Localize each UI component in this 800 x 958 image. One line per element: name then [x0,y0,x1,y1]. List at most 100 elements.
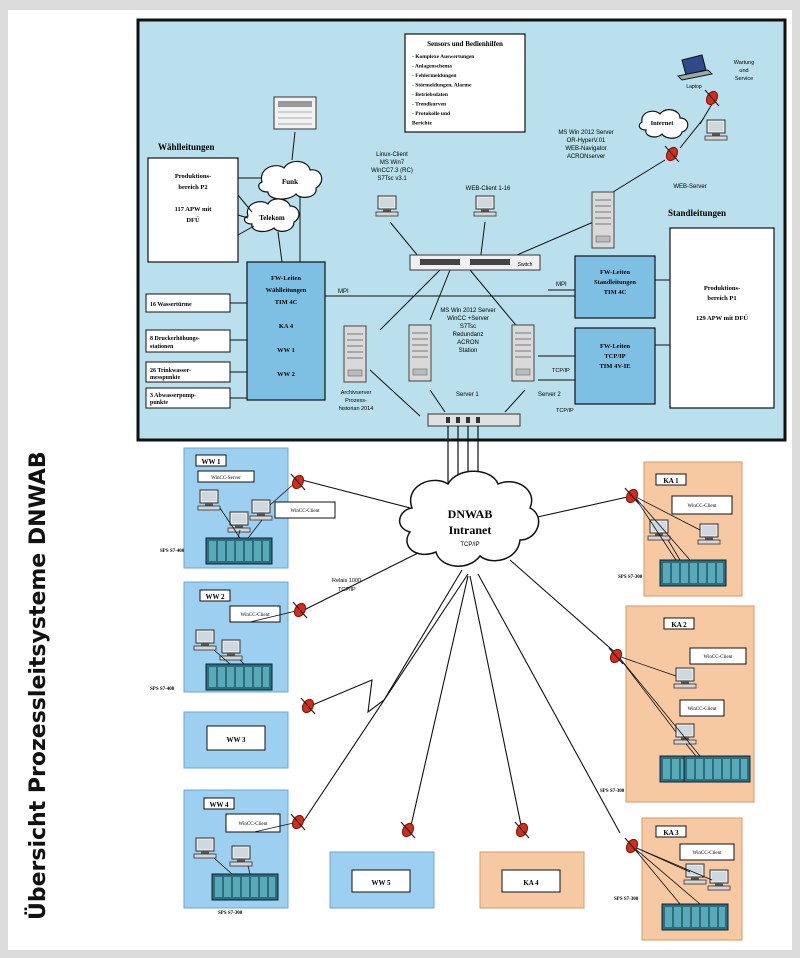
laptop-icon: Laptop [676,54,714,90]
site-ka1: KA 1 WinCC-Client SPS S7-300 [618,461,743,597]
fw-wahl-lines-line: WW 2 [277,371,295,378]
ka3-label: KA 3 [663,829,679,837]
site-network: DNWAB Intranet TCP/IP WW 1 WinCC-Server … [150,426,755,941]
intranet-subtitle: Intranet [449,523,492,537]
radio-cloud: Funk [258,160,323,200]
notes-lines-line: - Anlagenschema [412,64,452,70]
telekom-cloud-label: Telekom [259,214,285,222]
p2-lines-line: bereich P2 [178,184,207,191]
ww1-client: WinCC-Client [291,509,321,514]
fw-stand-lines-line: Standleitungen [594,279,636,286]
main-server-text-line: S7Tsc [460,324,476,330]
web-server-desc-line: MS Win 2012 Server [558,130,613,136]
intranet-protocol: TCP/IP [460,542,479,548]
ww2-router [291,600,309,620]
fw-leased-box [574,255,656,319]
control-center: Sensors und Bedienhilfen - Komplexe Ausw… [136,18,787,442]
notes-lines-line: - Trendkurven [412,102,446,108]
notes-lines-line: Berichte [412,121,432,127]
left-list-line: stationen [150,344,174,350]
web-server-icon [591,191,615,249]
server-2-label: Server 2 [538,392,561,398]
ka2-station-2: WinCC-Client [688,707,718,712]
fw-tcpip-box [574,327,656,405]
ww4-router [289,812,307,832]
ka1-plc-label: SPS S7-300 [618,575,643,580]
ww1-label: WW 1 [201,458,221,466]
left-list-line: 26 Trinkwasser- [150,368,191,374]
ww2-radio-label-1: Relais 1000 [332,578,361,584]
internet-cloud-label: Internet [651,120,675,127]
mpi-label-left: MPI [338,289,349,295]
archive-server-icon [343,325,367,383]
switch-label: Switch [518,262,533,268]
ka1-router [623,486,641,506]
booster-stations-box [145,329,231,353]
ww1-router [289,472,307,492]
site-ww2: WW 2 WinCC-Client SPS S7-400 [150,581,301,693]
mpi-label-right: MPI [556,282,567,288]
production-area-p1 [669,227,775,409]
p2-lines-line: DFÜ [186,217,200,224]
ka3-router [623,836,641,856]
ka2-plc-icon-2 [683,755,751,783]
ww1-plc-label: SPS S7-400 [160,549,185,554]
web-client-label: WEB-Client 1-16 [466,186,511,192]
fw-stand-lines-line: FW-Leiten [600,269,630,276]
ww2-station: WinCC-Client [241,613,271,618]
fw-wahl-lines-line: KA 4 [279,323,294,330]
linux-client-line: S7Tsc v3.1 [377,176,407,182]
ww1-station: WinCC-Server [211,476,241,481]
left-list-line: 3 Abwasserpump- [150,393,196,399]
ka3-station: WinCC-Client [693,851,723,856]
ww5-label: WW 5 [371,879,391,887]
features-title: Sensors und Bedienhilfen [427,40,503,48]
ka4-label: KA 4 [523,879,539,887]
tcpip-label-top: TCP/IP [552,368,570,374]
linux-client-line: Linux-Client [376,152,408,158]
notes-lines-line: - Fehlermeldungen [412,73,456,79]
left-list-line: 16 Wassertürme [150,302,192,308]
ww1-plc-icon [205,537,273,565]
ww2-radio-label-2: TCP/IP [338,587,356,593]
core-switch [427,413,521,427]
site-ww3: WW 3 [183,711,289,769]
linux-client-icon [375,195,399,217]
server-2-icon [511,324,535,382]
web-server-label: WEB-Server [673,184,706,190]
main-server-text-line: ACRON [457,340,479,346]
left-list-line: punkte [150,400,168,406]
p2-lines-line: Produktions- [175,173,211,180]
production-area-p2 [147,157,239,263]
wahlleitungen-label: Wählleitungen [158,142,215,152]
fw-dialup-box [246,261,326,401]
pump-points-box [145,387,231,409]
p1-lines-line: 129 APW mit DFÜ [696,315,748,322]
ww4-plc-label: SPS S7-300 [218,911,243,916]
fw-wahl-lines-line: FW-Leiten [271,275,301,282]
server-1-icon [408,324,432,382]
server-1-label: Server 1 [456,392,479,398]
ww5-router [399,820,417,840]
radio-cloud-label: Funk [282,178,298,186]
ka2-router [607,646,625,666]
laptop-text-line: Service [735,76,753,82]
telekom-cloud: Telekom [243,198,300,233]
p1-lines-line: bereich P1 [707,295,736,302]
main-server-text-line: Station [459,348,478,354]
ww2-label: WW 2 [205,593,225,601]
notes-lines-line: - Betriebsdaten [412,92,448,98]
notes-lines-line: - Komplexe Auswertungen [412,54,474,60]
main-server-text-line: Redundanz [453,332,484,338]
ka2-plc-label: SPS S7-300 [600,789,625,794]
web-server-desc-line: WEB-Navigator [565,146,606,152]
site-ka2: KA 2 WinCC-Client WinCC-Client SPS S7-30… [600,605,755,803]
intranet-title: DNWAB [448,507,493,521]
ww3-router [299,696,317,716]
